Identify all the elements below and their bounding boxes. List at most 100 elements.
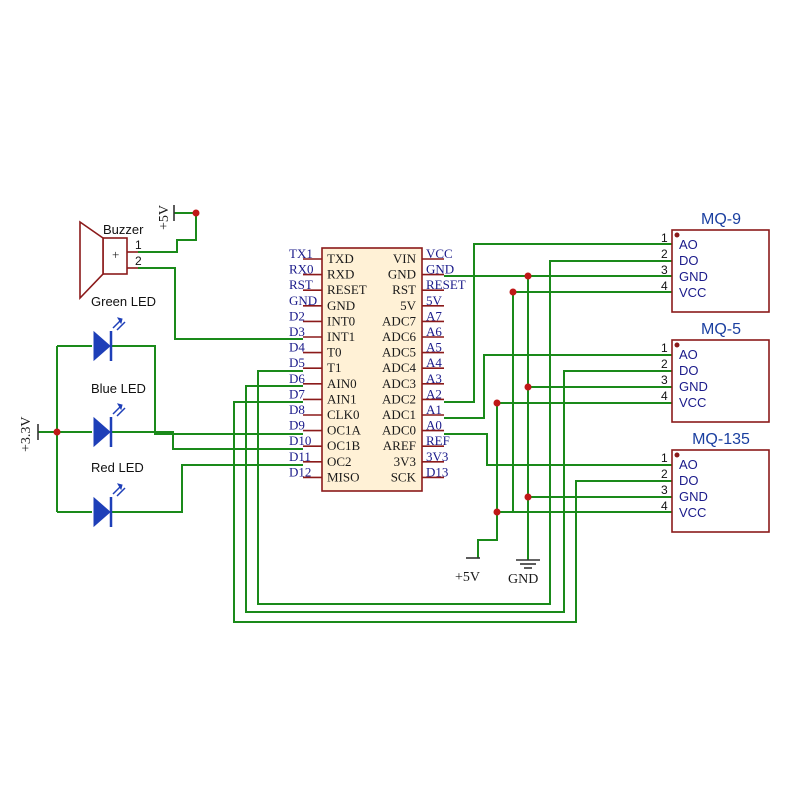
sensor-title: MQ-135 — [692, 431, 750, 448]
chip-outer-right-label: VCC — [426, 246, 453, 261]
chip-outer-left-label: D7 — [289, 386, 305, 401]
junctions — [53, 209, 532, 516]
chip-inner-right-label: ADC5 — [382, 345, 416, 360]
chip-inner-right-label: ADC3 — [382, 376, 416, 391]
sensor-body — [671, 339, 770, 423]
chip-inner-right-label: ADC0 — [382, 423, 416, 438]
sensor-pin-name: GND — [679, 489, 708, 504]
chip-inner-left-label: AIN0 — [327, 376, 357, 391]
sensor-title: MQ-5 — [701, 321, 741, 338]
chip-outer-left-label: D2 — [289, 308, 305, 323]
sensor-pin-number: 2 — [661, 467, 668, 481]
chip-outer-left-label: D5 — [289, 355, 305, 370]
chip-outer-left-label: D8 — [289, 402, 305, 417]
junction-dot — [192, 209, 200, 217]
sensor-pin-name: VCC — [679, 285, 706, 300]
chip-outer-left-label: RST — [289, 277, 313, 292]
chip-outer-right-label: A7 — [426, 308, 442, 323]
sensor-pin-name: AO — [679, 347, 698, 362]
chip-outer-right-label: 3V3 — [426, 449, 448, 464]
chip-inner-left-label: OC2 — [327, 454, 352, 469]
wire-mq135-do — [233, 401, 672, 623]
sensor-pin-number: 3 — [661, 483, 668, 497]
ground-label: GND — [508, 572, 538, 587]
led-supply-label: +3.3V — [19, 416, 34, 452]
pin1-marker — [674, 342, 680, 348]
chip-outer-left-label: D12 — [289, 464, 311, 479]
wire-green-d9 — [110, 345, 303, 435]
led-green: Green LED — [91, 294, 156, 362]
sensor-pin-number: 4 — [661, 499, 668, 513]
wire-mq5-ao — [444, 354, 672, 419]
chip-outer-right-label: A1 — [426, 402, 442, 417]
wire-buzzer-5v — [138, 212, 197, 253]
pin1-marker — [674, 452, 680, 458]
power-symbol-bottom: +5V — [455, 557, 480, 585]
chip-outer-left-label: D9 — [289, 418, 305, 433]
chip-outer-left-label: TX1 — [289, 246, 313, 261]
sensor-pin-number: 2 — [661, 247, 668, 261]
sensor-pin-name: VCC — [679, 395, 706, 410]
chip-inner-right-label: 5V — [400, 298, 417, 313]
chip-inner-left-label: AIN1 — [327, 391, 357, 406]
chip-inner-right-label: ADC2 — [382, 391, 416, 406]
chip-inner-right-label: RST — [392, 282, 416, 297]
junction-dot — [53, 428, 61, 436]
sensor-pin-number: 3 — [661, 263, 668, 277]
junction-dot — [524, 272, 532, 280]
junction-dot — [493, 399, 501, 407]
buzzer-plus: + — [112, 247, 119, 262]
chip-inner-right-label: GND — [388, 267, 416, 282]
chip-outer-left-label: GND — [289, 293, 317, 308]
sensor-pin-number: 1 — [661, 451, 668, 465]
chip-outer-right-label: A4 — [426, 355, 442, 370]
buzzer: Buzzer + 1 2 — [79, 220, 144, 300]
sensor-pin-name: DO — [679, 253, 699, 268]
sensor-pin-name: AO — [679, 457, 698, 472]
chip-outer-right-label: GND — [426, 262, 454, 277]
chip-outer-right-label: D13 — [426, 464, 448, 479]
chip-inner-left-label: MISO — [327, 469, 360, 484]
junction-dot — [524, 493, 532, 501]
chip-inner-left-label: T1 — [327, 360, 341, 375]
chip-inner-left-label: INT1 — [327, 329, 355, 344]
power-symbol-led: +3.3V — [19, 416, 39, 452]
power-symbol-buzzer: +5V — [157, 205, 175, 230]
led-red-label: Red LED — [91, 460, 144, 475]
chip-inner-left-label: GND — [327, 298, 355, 313]
wire-mq9-do — [257, 260, 672, 605]
chip-inner-right-label: ADC1 — [382, 407, 416, 422]
chip-inner-left-label: OC1A — [327, 423, 362, 438]
chip-outer-left-label: D10 — [289, 433, 311, 448]
junction-dot — [493, 508, 501, 516]
chip-outer-right-label: A6 — [426, 324, 442, 339]
led-blue-label: Blue LED — [91, 381, 146, 396]
led-red: Red LED — [91, 460, 144, 528]
sensor-body — [671, 449, 770, 533]
wires — [38, 212, 672, 623]
sensor-body — [671, 229, 770, 313]
chip-inner-left-label: OC1B — [327, 438, 361, 453]
sensor-pin-name: VCC — [679, 505, 706, 520]
sensor-pin-number: 1 — [661, 341, 668, 355]
bottom-supply-label: +5V — [455, 570, 480, 585]
chip-inner-right-label: AREF — [383, 438, 416, 453]
chip-outer-left-label: D11 — [289, 449, 311, 464]
chip-inner-left-label: CLK0 — [327, 407, 360, 422]
chip-outer-right-label: 5V — [426, 293, 443, 308]
chip-outer-right-label: REF — [426, 433, 450, 448]
chip-outer-right-label: A5 — [426, 340, 442, 355]
chip-inner-left-label: TXD — [327, 251, 354, 266]
wire-mq9-ao — [444, 243, 672, 403]
buzzer-pin2: 2 — [135, 254, 142, 268]
sensor-pin-name: AO — [679, 237, 698, 252]
chip-inner-right-label: ADC4 — [382, 360, 416, 375]
microcontroller-body — [321, 247, 423, 492]
chip-outer-left-label: D4 — [289, 340, 305, 355]
wire-mq5-do — [245, 370, 672, 613]
chip-inner-right-label: ADC6 — [382, 329, 416, 344]
